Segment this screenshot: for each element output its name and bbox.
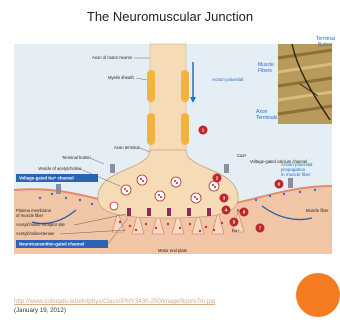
source-link[interactable]: http://www.colorado.edu/intphys/Class/IP… xyxy=(14,298,215,305)
step-6: 6 xyxy=(275,180,284,189)
step-4: 4 xyxy=(222,206,231,215)
label-ache: Acetylcholinesterase xyxy=(16,231,55,236)
label-nt-gated: Neurotransmitter-gated channel xyxy=(19,242,84,247)
label-voltage-na: Voltage-gated Na+ channel xyxy=(19,176,74,181)
citation-date: (January 19, 2012) xyxy=(14,307,66,314)
photo-label-axon-terminals-2: Terminals xyxy=(256,115,278,121)
photo-label-terminal-button-2: Button xyxy=(318,42,333,48)
label-k-ion: K+ xyxy=(237,208,243,213)
sodium-channel xyxy=(288,178,293,188)
label-ca-ion: Ca2+ xyxy=(237,153,248,158)
calcium-channel xyxy=(224,164,229,173)
myelin-segment xyxy=(147,113,155,145)
sodium-channel xyxy=(56,184,61,194)
step-3: 3 xyxy=(220,194,229,203)
myelin-segment xyxy=(147,70,155,102)
label-plasma-2: of muscle fiber xyxy=(16,213,44,218)
step-7: 7 xyxy=(256,224,265,233)
myelin-segment xyxy=(181,113,189,145)
calcium-channel xyxy=(110,164,115,173)
label-vesicle: Vesicle of acetylcholine xyxy=(38,166,82,171)
step-1: 1 xyxy=(199,126,208,135)
myelin-segment xyxy=(181,70,189,102)
step-5: 5 xyxy=(230,218,239,227)
micrograph-inset xyxy=(278,44,332,124)
label-ach-receptor: Acetylcholine receptor site xyxy=(16,222,66,227)
step-2: 2 xyxy=(213,174,222,183)
label-axon: Axon of motor neuron xyxy=(92,55,133,60)
label-terminal-button: Terminal button xyxy=(62,155,91,160)
label-axon-terminal: Axon terminal xyxy=(114,145,140,150)
label-myelin: Myelin sheath xyxy=(108,75,135,80)
label-na-ion: Na+ xyxy=(232,228,240,233)
label-action-potential-top: Action potential xyxy=(212,77,243,82)
photo-label-muscle-fibers-2: Fibers xyxy=(258,68,272,74)
label-motor-end-plate: Motor end plate xyxy=(158,248,188,253)
decorative-orange-circle xyxy=(296,273,340,317)
label-ap-propagation-3: in muscle fiber xyxy=(281,172,311,177)
label-muscle-fiber: Muscle fiber xyxy=(306,208,329,213)
